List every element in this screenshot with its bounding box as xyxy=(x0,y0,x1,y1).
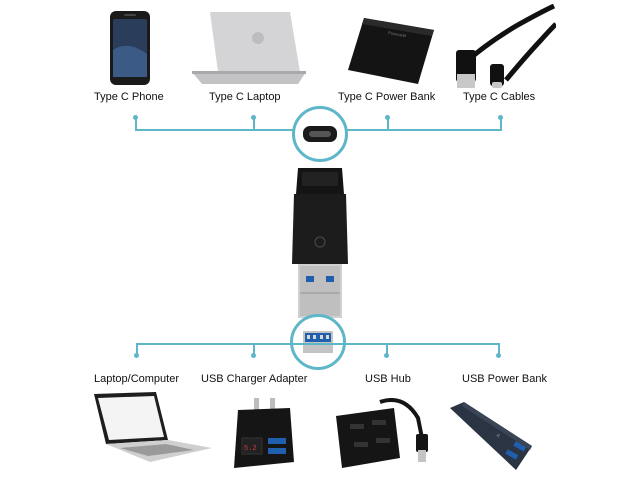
svg-text:5.2: 5.2 xyxy=(244,445,257,453)
label-type-c-power-bank: Type C Power Bank xyxy=(338,91,436,103)
label-laptop-computer: Laptop/Computer xyxy=(94,373,179,385)
svg-text:Poweradd: Poweradd xyxy=(388,30,407,38)
label-usb-hub: USB Hub xyxy=(365,373,411,385)
usb-a-port-icon xyxy=(303,331,333,353)
label-type-c-cables: Type C Cables xyxy=(463,91,536,103)
label-usb-power-bank: USB Power Bank xyxy=(462,373,547,385)
usb-c-to-usb-a-adapter xyxy=(292,168,348,318)
label-type-c-laptop: Type C Laptop xyxy=(209,91,281,103)
usb-power-bank-image: A xyxy=(450,402,532,470)
power-bank-image: Poweradd xyxy=(348,18,434,84)
usb-c-port-icon xyxy=(303,126,337,142)
label-usb-charger-adapter: USB Charger Adapter xyxy=(201,373,308,385)
svg-text:A: A xyxy=(495,433,502,440)
usb-a-port-circle xyxy=(290,314,346,370)
laptop-image xyxy=(192,12,306,84)
usb-hub-image xyxy=(336,398,428,468)
usb-c-cable-image xyxy=(456,4,556,88)
usb-c-port-circle xyxy=(292,106,348,162)
usb-charger-adapter-image: 5.2 xyxy=(234,398,294,468)
laptop-computer-image xyxy=(94,392,212,462)
phone-image xyxy=(110,11,150,85)
label-type-c-phone: Type C Phone xyxy=(94,91,164,103)
